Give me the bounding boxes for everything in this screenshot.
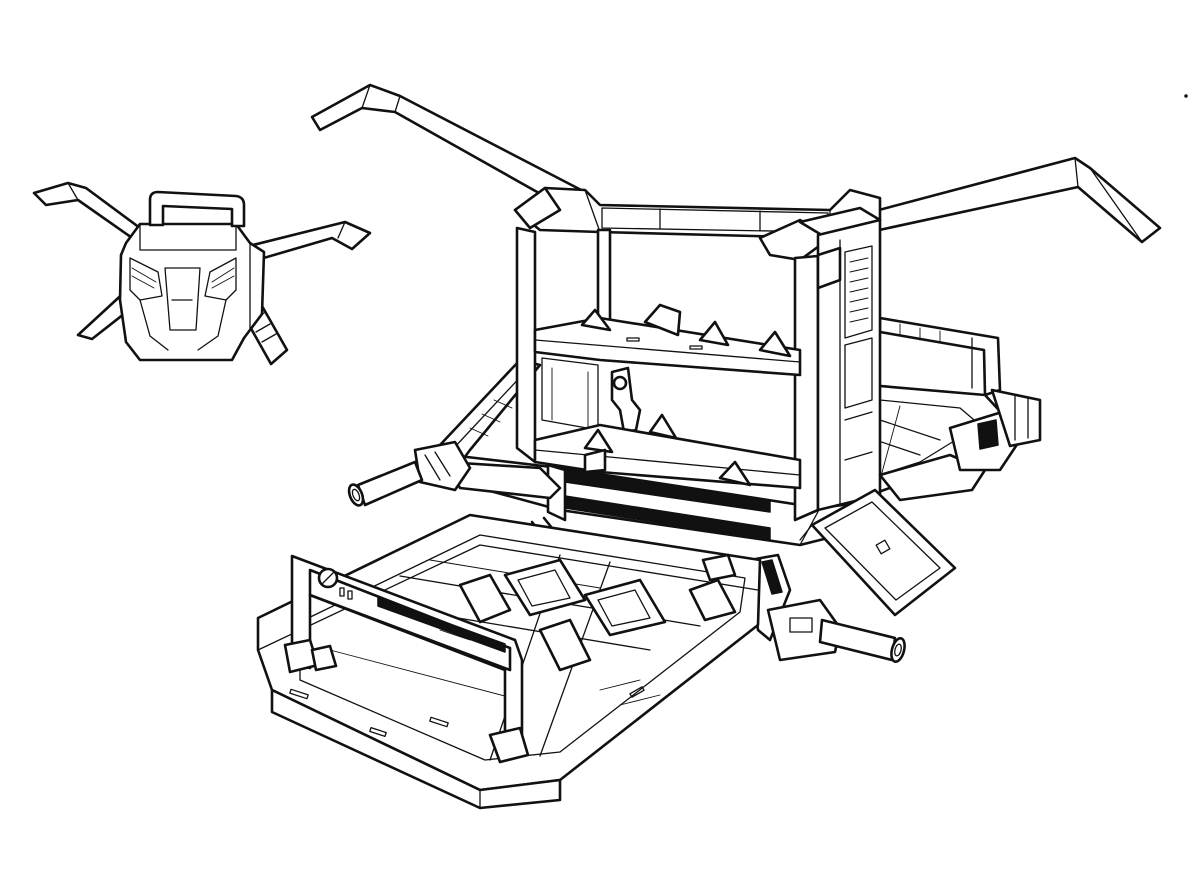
ramp-door [800, 490, 955, 615]
cannon-turret-right [880, 390, 1040, 500]
hovering-base-frame [515, 188, 880, 540]
small-drone-pod [34, 183, 370, 364]
drone-left-wing [34, 183, 140, 240]
ink-speck [1185, 95, 1187, 97]
right-wing [860, 158, 1160, 242]
cannon-turret-left [346, 442, 560, 507]
drone-handle [150, 192, 244, 226]
extended-landing-platform [258, 515, 760, 808]
